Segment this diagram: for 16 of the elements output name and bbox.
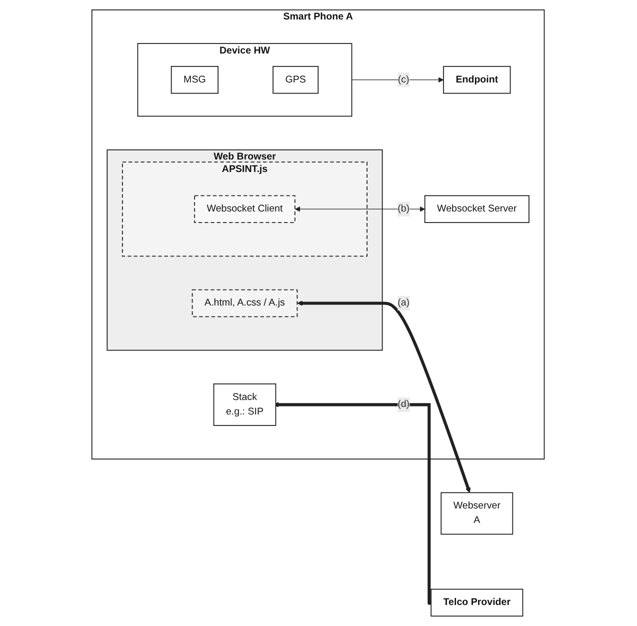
- edge-label: (c): [398, 72, 410, 88]
- process-box: Websocket Server: [424, 195, 530, 224]
- process-box: Webserver A: [441, 492, 514, 535]
- arrow: [298, 300, 472, 493]
- process-box: A.html, A.css / A.js: [192, 289, 298, 318]
- process-box: Stack e.g.: SIP: [214, 383, 277, 426]
- process-box: Endpoint: [443, 66, 512, 94]
- edge-label: (a): [398, 296, 410, 311]
- edge-label: (d): [398, 397, 410, 412]
- process-box: Websocket Client: [194, 195, 296, 224]
- process-box: GPS: [273, 66, 320, 94]
- edge-label: (b): [398, 202, 410, 216]
- arrow: [352, 77, 444, 83]
- arrow: [295, 206, 426, 212]
- process-box: MSG: [171, 66, 219, 94]
- process-box: Telco Provider: [431, 588, 524, 617]
